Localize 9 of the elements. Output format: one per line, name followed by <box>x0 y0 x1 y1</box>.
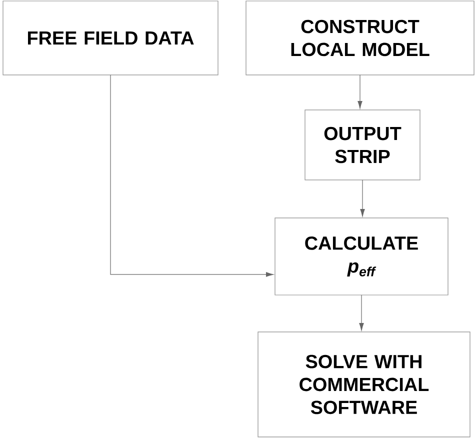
arrow <box>359 294 364 331</box>
arrow <box>110 74 274 277</box>
process-box: OUTPUT STRIP <box>304 110 420 180</box>
process-box: CONSTRUCT LOCAL MODEL <box>246 0 474 76</box>
process-box: FREE FIELD DATA <box>2 0 218 76</box>
arrow <box>360 180 365 217</box>
process-box: SOLVE WITH COMMERCIAL SOFTWARE <box>258 332 470 438</box>
arrow <box>358 74 362 109</box>
process-box: CALCULATE p$_{eff}$ <box>274 218 448 296</box>
